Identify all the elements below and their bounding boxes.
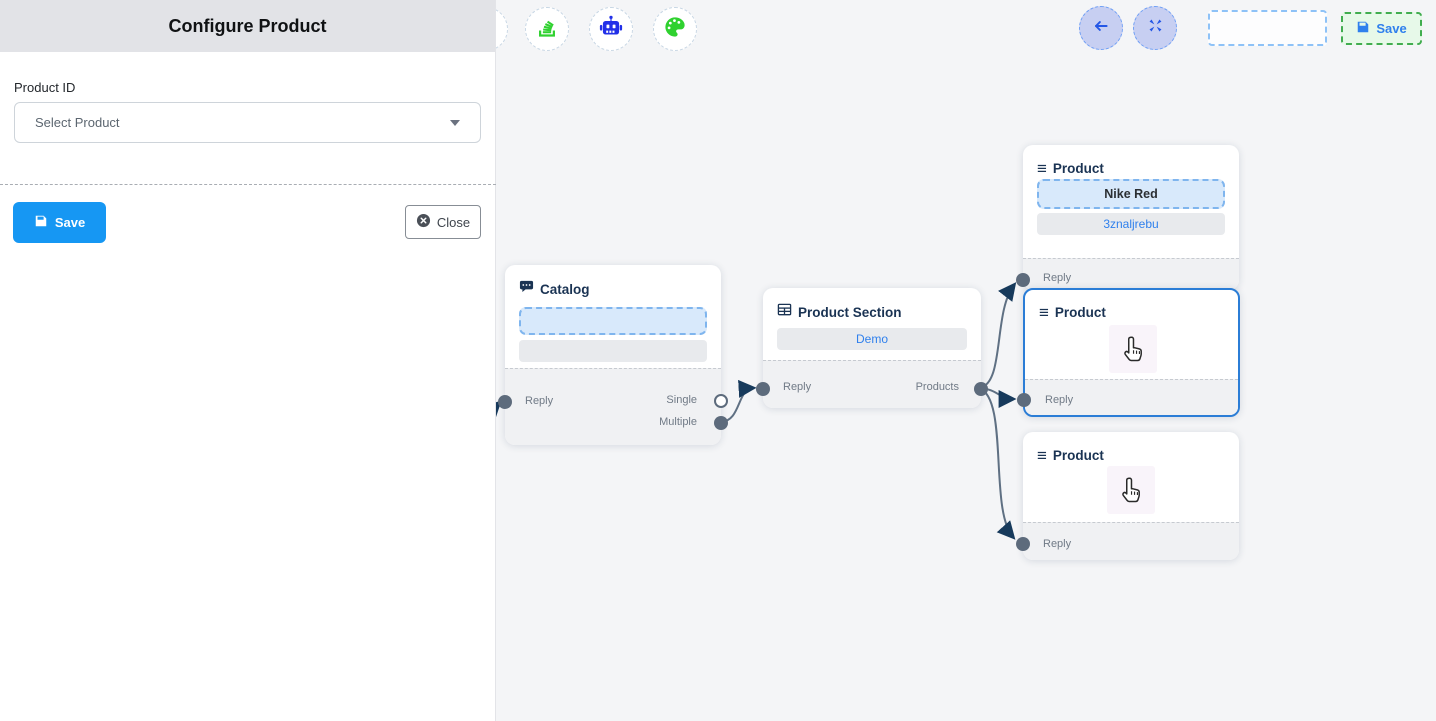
catalog-reply-port[interactable] [498,395,512,409]
panel-close-button[interactable]: Close [405,205,481,239]
product-1-reply-port[interactable] [1016,273,1030,287]
node-title: Catalog [540,281,590,297]
node-product-1-footer: Reply [1016,258,1239,290]
reply-port-label: Reply [525,395,554,407]
product-section-reply-port[interactable] [756,382,770,396]
menu-icon: ≡ [1039,302,1049,322]
empty-dashed-button[interactable] [1208,10,1327,46]
products-port-label: Products [915,381,959,393]
panel-divider [0,184,496,185]
node-catalog-header: Catalog [505,265,721,299]
node-catalog[interactable]: Catalog Reply Single Multiple [498,265,728,445]
node-product-section-footer: Reply Products [756,360,988,408]
node-title: Product [1054,305,1106,320]
product-section-products-port[interactable] [974,382,988,396]
toolbar-hidden-button[interactable] [496,7,508,51]
reply-port-label: Reply [1043,272,1072,284]
product-select-value: Select Product [35,115,120,130]
mouse-cursor-icon [1121,335,1147,370]
panel-title: Configure Product [168,15,327,36]
multiple-port-label: Multiple [659,416,697,428]
chevron-down-icon [450,119,460,126]
toolbar-theme-button[interactable] [653,7,697,51]
catalog-secondary-field[interactable] [519,340,707,362]
product-1-id-field[interactable]: 3znaljrebu [1037,213,1225,235]
catalog-multiple-port[interactable] [714,416,728,430]
stack-icon [536,16,558,43]
reply-port-label: Reply [783,381,812,393]
save-icon [34,214,48,231]
toolbar-bot-button[interactable] [589,7,633,51]
panel-save-button[interactable]: Save [13,202,106,243]
node-product-section-header: Product Section [763,288,981,322]
configure-product-panel: Configure Product Product ID Select Prod… [0,0,496,721]
node-product-3-footer: Reply [1016,522,1239,560]
node-product-2-header: ≡ Product [1025,290,1238,322]
panel-header: Configure Product [0,0,495,52]
toolbar-flows-button[interactable] [525,7,569,51]
node-title: Product Section [798,304,902,320]
table-grid-icon [777,302,792,322]
chat-bubble-icon [519,279,534,299]
node-product-2[interactable]: ≡ Product Reply [1017,288,1240,417]
close-circle-icon [416,213,431,231]
edge-products-to-product-1 [978,282,1017,389]
fit-view-button[interactable] [1133,6,1177,50]
product-select[interactable]: Select Product [14,102,481,143]
catalog-selected-field[interactable] [519,307,707,335]
reply-port-label: Reply [1045,394,1074,406]
reply-port-label: Reply [1043,538,1072,550]
save-icon [1356,20,1370,37]
robot-icon [599,15,623,44]
node-catalog-footer: Reply Single Multiple [498,368,728,445]
product-id-label: Product ID [14,80,76,95]
palette-icon [664,16,686,43]
arrow-left-icon [1092,17,1110,40]
node-product-3-header: ≡ Product [1023,432,1239,465]
node-title: Product [1052,448,1104,463]
compress-icon [1147,17,1164,39]
catalog-single-port[interactable] [714,394,728,408]
single-port-label: Single [666,394,697,406]
back-button[interactable] [1079,6,1123,50]
product-2-reply-port[interactable] [1017,393,1031,407]
node-product-2-footer: Reply [1017,379,1238,415]
node-product-3[interactable]: ≡ Product Reply [1016,432,1239,560]
product-1-name-field[interactable]: Nike Red [1037,179,1225,209]
node-product-1-header: ≡ Product [1023,145,1239,178]
node-title: Product [1052,161,1104,176]
menu-icon: ≡ [1037,158,1047,178]
edge-products-to-product-3 [978,387,1016,540]
canvas-save-button[interactable]: Save [1341,12,1422,45]
flow-canvas[interactable]: Save Catalog Reply Single Multiple [496,0,1436,721]
product-section-item[interactable]: Demo [777,328,967,350]
menu-icon: ≡ [1037,445,1047,465]
node-product-section[interactable]: Product Section Demo Reply Products [756,288,988,408]
node-product-1[interactable]: ≡ Product Nike Red 3znaljrebu Reply [1016,145,1239,290]
product-3-reply-port[interactable] [1016,537,1030,551]
mouse-cursor-icon [1119,476,1145,511]
